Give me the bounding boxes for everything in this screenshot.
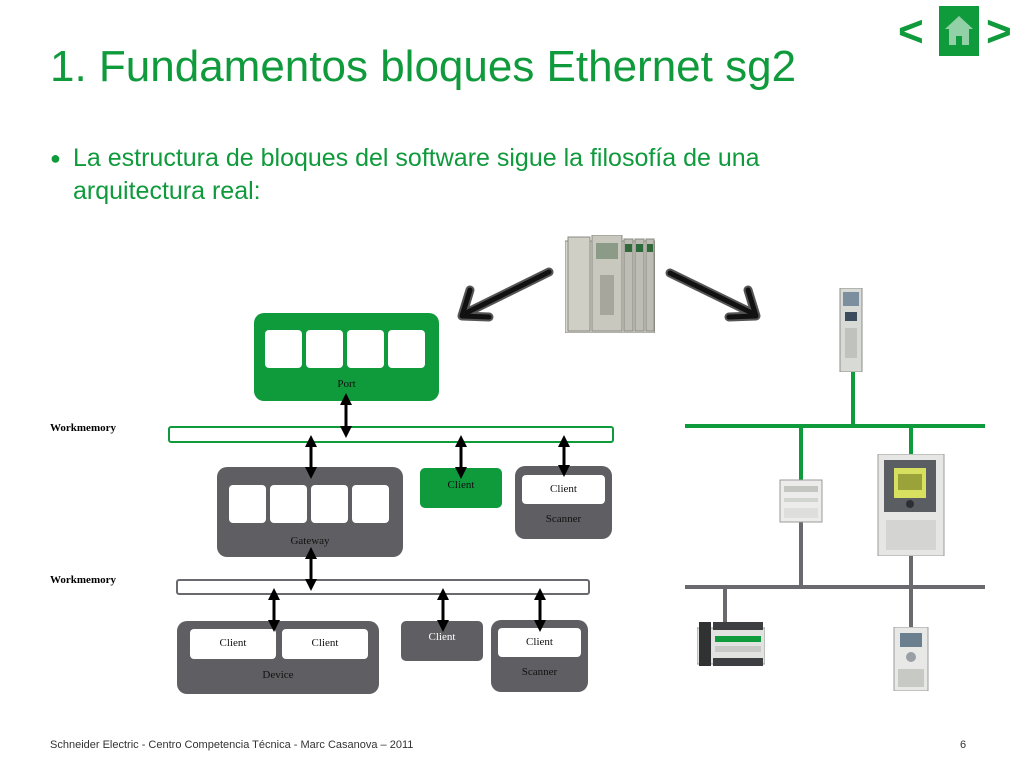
scanner-top-client-slot: Client xyxy=(522,475,605,504)
gateway-label: Gateway xyxy=(290,535,330,547)
bullet-text: La estructura de bloques del software si… xyxy=(73,144,760,205)
gateway-slot xyxy=(311,485,348,523)
workmemory-top-label: Workmemory xyxy=(50,422,116,434)
port-slot xyxy=(388,330,425,368)
device-client-b-slot: Client xyxy=(282,629,368,659)
scanner-bottom-label: Scanner xyxy=(521,666,558,678)
left-big-arrow xyxy=(457,267,554,322)
bullet-dot-icon: ● xyxy=(50,148,61,168)
next-slide-button[interactable]: > xyxy=(986,7,1012,56)
ethernet-network-lines xyxy=(685,368,985,482)
previous-slide-button[interactable]: < xyxy=(898,7,924,56)
home-icon xyxy=(945,16,973,45)
device-client-b-label: Client xyxy=(311,637,339,649)
compact-drive-image xyxy=(893,627,929,691)
io-module-image xyxy=(697,622,765,666)
port-label: Port xyxy=(337,378,356,390)
gateway-block: Gateway xyxy=(217,467,403,557)
device-client-a-label: Client xyxy=(219,637,247,649)
gateway-slot xyxy=(270,485,307,523)
plc-rack-image xyxy=(565,235,655,333)
scanner-bottom-client-label: Client xyxy=(526,636,553,648)
port-slot xyxy=(265,330,302,368)
variable-speed-drive-image xyxy=(877,454,945,556)
scanner-bottom-block: Client Scanner xyxy=(491,620,588,692)
gateway-slot xyxy=(229,485,266,523)
client-bottom-label: Client xyxy=(428,631,456,643)
device-block: Client Client Device xyxy=(177,621,379,694)
scanner-top-client-label: Client xyxy=(550,483,577,495)
gateway-slot xyxy=(352,485,389,523)
workmemory-top-bus xyxy=(168,426,614,443)
scanner-top-label: Scanner xyxy=(545,513,582,525)
slide-title: 1. Fundamentos bloques Ethernet sg2 xyxy=(50,42,797,91)
workmemory-bottom-label: Workmemory xyxy=(50,574,116,586)
port-slot xyxy=(347,330,384,368)
home-button[interactable] xyxy=(939,6,979,56)
device-client-a-slot: Client xyxy=(190,629,276,659)
slide-navigation: < > xyxy=(898,4,1020,60)
page-number: 6 xyxy=(960,739,967,751)
slide-footer: Schneider Electric - Centro Competencia … xyxy=(50,739,414,751)
device-label: Device xyxy=(262,669,294,681)
switch-device-image xyxy=(779,479,823,523)
right-big-arrow xyxy=(665,268,761,322)
scanner-top-block: Client Scanner xyxy=(515,466,612,539)
port-slot xyxy=(306,330,343,368)
fieldbus-network-lines xyxy=(685,520,985,630)
ethernet-module-image xyxy=(839,288,863,372)
scanner-bottom-client-slot: Client xyxy=(498,628,581,657)
port-block: Port xyxy=(254,313,439,401)
client-green-label: Client xyxy=(447,479,475,491)
bullet-point: ● La estructura de bloques del software … xyxy=(50,142,880,208)
